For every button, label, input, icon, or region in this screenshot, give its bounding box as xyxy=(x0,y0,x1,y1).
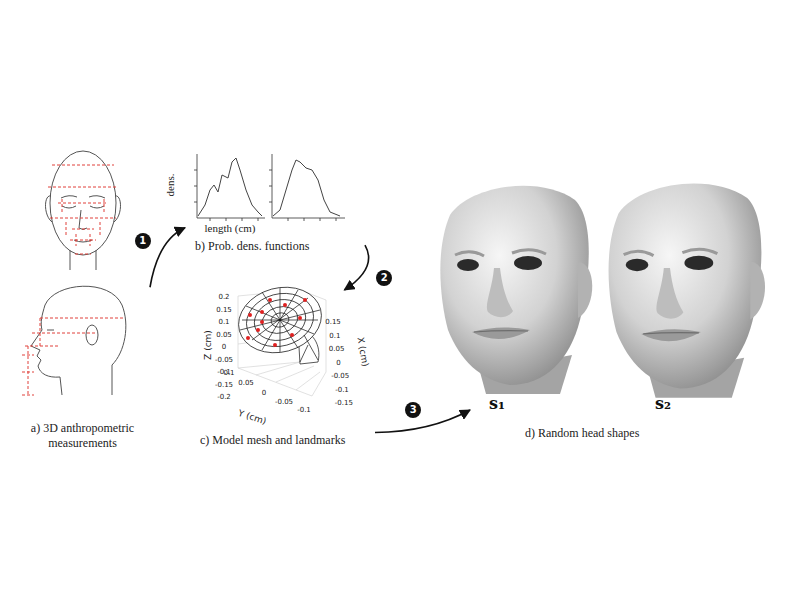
panel-caption: d) Random head shapes xyxy=(525,426,786,441)
axis-label: X (cm) xyxy=(355,336,370,367)
tick-label: -0.05 xyxy=(331,373,349,381)
tick-label: 0.1 xyxy=(218,319,229,327)
panel-caption: b) Prob. dens. functions xyxy=(195,239,361,254)
callout-number: 3 xyxy=(405,402,421,418)
tick-label: 0 xyxy=(222,344,226,352)
shape-symbol: s₂ xyxy=(655,395,671,413)
flow-arrow xyxy=(375,410,470,432)
tick-label: -0.15 xyxy=(335,400,353,408)
tick-label: 0.1 xyxy=(329,333,340,341)
tick-label: -0.1 xyxy=(297,407,311,415)
axis-label: Z (cm) xyxy=(204,330,214,360)
axis-label: Y (cm) xyxy=(237,409,268,427)
tick-label: 0.15 xyxy=(216,307,232,315)
tick-label: 0 xyxy=(336,360,340,368)
tick-label: 0.05 xyxy=(216,332,232,340)
figure-panel: a) 3D anthropometric measurements xyxy=(15,150,150,455)
tick-label: 0.05 xyxy=(238,380,254,388)
shape-symbol: s₁ xyxy=(489,395,505,413)
axis-label: length (cm) xyxy=(204,222,255,234)
flow-arrow xyxy=(150,228,185,287)
figure-panel: d) Random head shapes xyxy=(470,170,790,445)
tick-label: 0.15 xyxy=(325,319,341,327)
tick-label: 0.1 xyxy=(223,370,234,378)
tick-label: 0 xyxy=(262,390,266,398)
tick-label: -0.15 xyxy=(215,382,233,390)
callout-number: 2 xyxy=(376,270,392,286)
tick-label: -0.2 xyxy=(217,394,231,402)
tick-label: 0.2 xyxy=(218,294,229,302)
callout-number: 1 xyxy=(135,233,151,249)
flow-arrow xyxy=(344,245,368,290)
panel-caption: a) 3D anthropometric measurements xyxy=(19,421,146,451)
tick-label: -0.05 xyxy=(215,357,233,365)
tick-label: -0.1 xyxy=(335,387,349,395)
axis-label: dens. xyxy=(164,174,176,197)
panel-caption: c) Model mesh and landmarks xyxy=(200,433,371,448)
tick-label: 0.05 xyxy=(329,346,345,354)
tick-label: -0.05 xyxy=(275,399,293,407)
figure-panel: b) Prob. dens. functions xyxy=(185,150,365,258)
